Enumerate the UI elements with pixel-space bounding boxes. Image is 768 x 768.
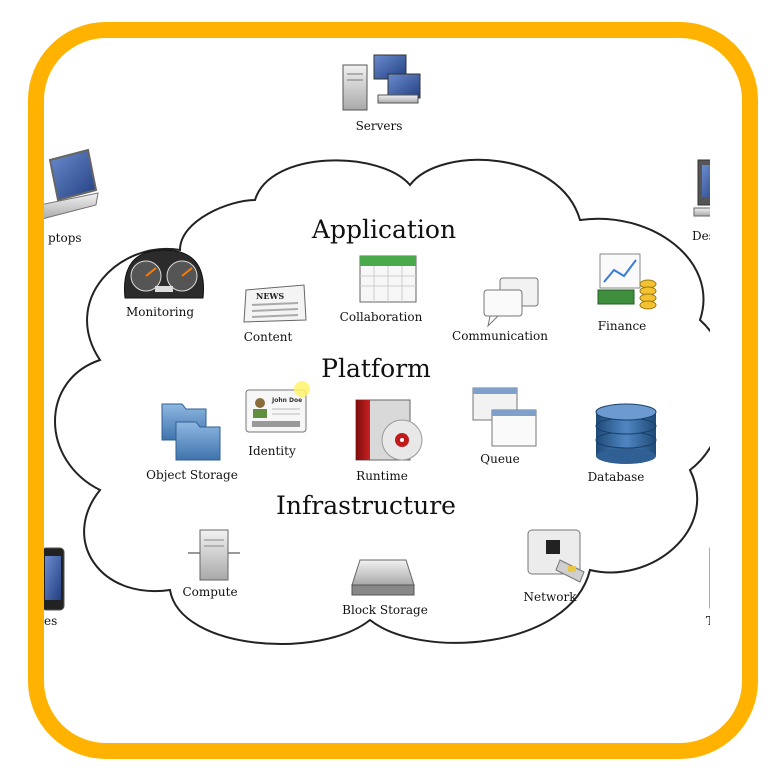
identity-node: John Doe Identity — [245, 381, 310, 458]
collaboration-label: Collaboration — [340, 310, 423, 324]
network-node: Network — [524, 529, 585, 604]
monitoring-label: Monitoring — [126, 305, 194, 319]
desktop-icon — [693, 159, 710, 217]
chat-bubbles-icon — [483, 277, 539, 328]
compute-node: Compute — [182, 529, 240, 599]
servers-icon — [342, 54, 421, 111]
newspaper-icon: NEWS — [243, 284, 307, 323]
compute-label: Compute — [182, 585, 237, 599]
database-icon — [595, 403, 657, 464]
id-card-name: John Doe — [271, 397, 302, 404]
laptops-label: ptops — [48, 231, 82, 245]
content-node: NEWS Content — [243, 284, 307, 344]
runtime-node: Runtime — [355, 399, 423, 483]
communication-node: Communication — [452, 277, 548, 343]
phone-icon — [44, 547, 65, 611]
section-application: Application — [311, 215, 456, 244]
tablet-icon — [709, 544, 710, 612]
collaboration-node: Collaboration — [340, 255, 423, 324]
finance-node: Finance — [597, 253, 657, 333]
windows-icon — [472, 387, 537, 447]
content-label: Content — [244, 330, 293, 344]
finance-icon — [597, 253, 657, 310]
servers-node: Servers — [342, 54, 421, 133]
phones-node: es — [44, 547, 65, 628]
monitoring-node: Monitoring — [123, 249, 205, 319]
phones-label: es — [44, 614, 57, 628]
desktops-node: Deskt — [692, 159, 727, 243]
section-infrastructure: Infrastructure — [276, 491, 456, 520]
calendar-icon — [359, 255, 417, 303]
database-node: Database — [588, 403, 657, 484]
tower-server-icon — [188, 529, 240, 581]
runtime-label: Runtime — [356, 469, 408, 483]
queue-label: Queue — [480, 452, 520, 466]
newspaper-icon-text: NEWS — [256, 291, 284, 301]
tablets-node: Ta — [706, 544, 720, 628]
runtime-icon — [355, 399, 423, 461]
hard-drive-icon — [351, 559, 415, 596]
finance-label: Finance — [598, 319, 647, 333]
block-storage-node: Block Storage — [342, 559, 428, 617]
tablets-label: Ta — [706, 614, 720, 628]
laptops-node: ptops — [44, 148, 99, 245]
object-storage-label: Object Storage — [146, 468, 238, 482]
identity-label: Identity — [248, 444, 296, 458]
queue-node: Queue — [472, 387, 537, 466]
network-label: Network — [524, 590, 578, 604]
monitoring-icon — [123, 249, 205, 299]
object-storage-node: Object Storage — [146, 403, 238, 482]
id-card-icon: John Doe — [245, 381, 310, 433]
database-label: Database — [588, 470, 645, 484]
communication-label: Communication — [452, 329, 548, 343]
desktops-label: Deskt — [692, 229, 727, 243]
laptop-icon — [44, 148, 99, 221]
servers-label: Servers — [356, 119, 403, 133]
section-platform: Platform — [321, 354, 431, 383]
folder-icon — [161, 403, 221, 461]
block-storage-label: Block Storage — [342, 603, 428, 617]
network-jack-icon — [527, 529, 585, 583]
